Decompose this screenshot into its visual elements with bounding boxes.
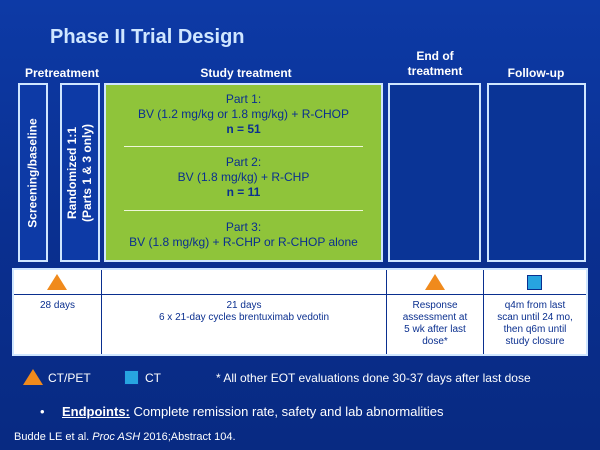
randomized-label-line1: Randomized 1:1	[65, 126, 79, 219]
part-2-n: n = 11	[226, 185, 261, 199]
citation-authors: Budde LE et al.	[14, 431, 93, 443]
study-treatment-box: Part 1: BV (1.2 mg/kg or 1.8 mg/kg) + R-…	[104, 83, 383, 262]
header-eot-line1: End of	[416, 49, 454, 63]
timeline-fu-line4: study closure	[505, 336, 565, 347]
endpoints-line: Endpoints: Complete remission rate, safe…	[62, 404, 443, 419]
header-pretreatment: Pretreatment	[24, 66, 100, 80]
part-2-label: Part 2:	[225, 155, 262, 169]
timeline-fu-line1: q4m from last	[504, 300, 566, 311]
endpoints-bullet: •	[40, 404, 45, 419]
randomized-bar: Randomized 1:1 (Parts 1 & 3 only)	[60, 83, 100, 262]
timeline-eot: Response assessment at 5 wk after last d…	[387, 300, 483, 348]
part-1-label: Part 1:	[225, 92, 262, 106]
header-end-of-treatment: End of treatment	[388, 49, 482, 79]
triangle-ctpet-icon	[47, 274, 67, 290]
legend-ctpet-label: CT/PET	[48, 371, 91, 385]
timeline-table: 28 days 21 days 6 x 21-day cycles brentu…	[12, 268, 588, 356]
legend-footnote: * All other EOT evaluations done 30-37 d…	[216, 371, 531, 385]
follow-up-box	[487, 83, 586, 262]
part-2: Part 2: BV (1.8 mg/kg) + R-CHP n = 11	[106, 155, 381, 200]
square-ct-icon	[527, 275, 542, 290]
header-follow-up: Follow-up	[507, 66, 565, 80]
timeline-col-divider	[101, 270, 102, 354]
timeline-pretreatment-days: 28 days	[39, 300, 76, 311]
timeline-divider	[14, 294, 586, 295]
part-1-n: n = 51	[226, 122, 261, 136]
timeline-col-divider	[386, 270, 387, 354]
timeline-fu-line3: then q6m until	[503, 324, 567, 335]
header-study-treatment: Study treatment	[200, 66, 292, 80]
part-3: Part 3: BV (1.8 mg/kg) + R-CHP or R-CHOP…	[106, 220, 381, 250]
endpoints-text: Complete remission rate, safety and lab …	[129, 404, 444, 419]
timeline-col-divider	[483, 270, 484, 354]
part-1: Part 1: BV (1.2 mg/kg or 1.8 mg/kg) + R-…	[106, 92, 381, 137]
citation: Budde LE et al. Proc ASH 2016;Abstract 1…	[14, 431, 236, 443]
timeline-follow-up: q4m from last scan until 24 mo, then q6m…	[484, 300, 586, 348]
citation-rest: 2016;Abstract 104.	[140, 431, 236, 443]
timeline-eot-line3: 5 wk after last	[404, 324, 466, 335]
timeline-study-line1: 21 days	[226, 300, 262, 311]
part-1-regimen: BV (1.2 mg/kg or 1.8 mg/kg) + R-CHOP	[137, 107, 350, 121]
timeline-fu-line2: scan until 24 mo,	[497, 312, 573, 323]
part-2-regimen: BV (1.8 mg/kg) + R-CHP	[177, 170, 310, 184]
endpoints-label: Endpoints:	[62, 404, 130, 419]
legend-ct-label: CT	[145, 371, 161, 385]
timeline-eot-line4: dose*	[422, 336, 448, 347]
part-divider	[124, 210, 363, 211]
triangle-ctpet-icon	[23, 369, 43, 385]
screening-baseline-bar: Screening/baseline	[18, 83, 48, 262]
triangle-ctpet-icon	[425, 274, 445, 290]
part-3-regimen: BV (1.8 mg/kg) + R-CHP or R-CHOP alone	[129, 235, 358, 249]
part-3-label: Part 3:	[225, 220, 262, 234]
page-title: Phase II Trial Design	[50, 26, 245, 48]
timeline-study-line2: 6 x 21-day cycles brentuximab vedotin	[158, 312, 330, 323]
part-divider	[124, 146, 363, 147]
timeline-eot-line2: assessment at	[402, 312, 468, 323]
end-of-treatment-box	[388, 83, 481, 262]
timeline-study-treatment: 21 days 6 x 21-day cycles brentuximab ve…	[102, 300, 386, 324]
randomized-label: Randomized 1:1 (Parts 1 & 3 only)	[65, 123, 95, 221]
timeline-eot-line1: Response	[412, 300, 458, 311]
randomized-label-line2: (Parts 1 & 3 only)	[80, 123, 94, 222]
square-ct-icon	[124, 370, 139, 385]
screening-label: Screening/baseline	[25, 117, 40, 228]
header-eot-line2: treatment	[407, 64, 463, 78]
citation-journal: Proc ASH	[92, 431, 141, 443]
